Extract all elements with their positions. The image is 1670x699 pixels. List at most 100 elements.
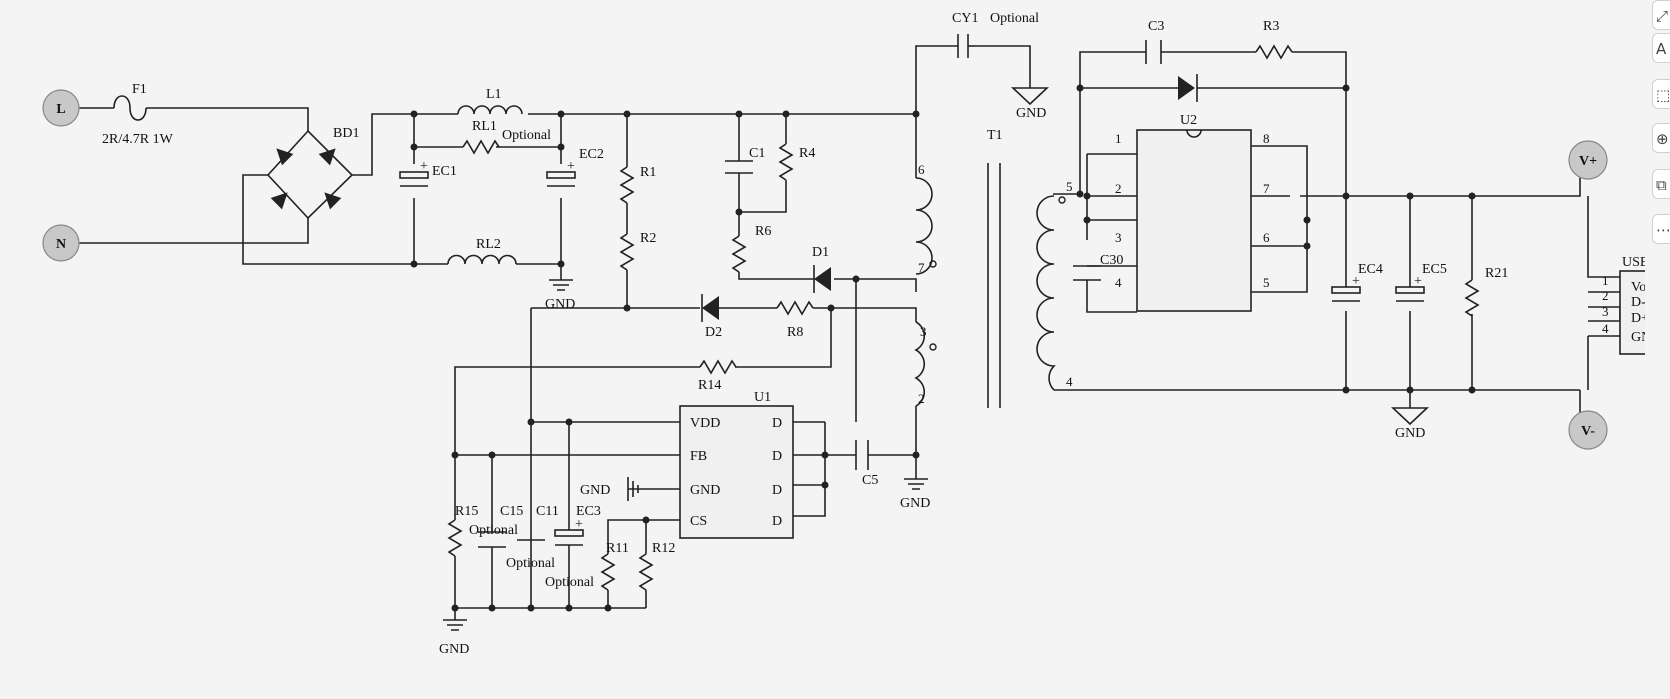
svg-text:+: + — [567, 159, 575, 174]
capacitor-cy1: CY1 Optional GND — [952, 11, 1048, 121]
capacitor-ec5: + EC5 — [1395, 262, 1447, 302]
r2-label: R2 — [640, 231, 656, 246]
c30-label: C30 — [1100, 253, 1123, 268]
diode-d1: D1 — [812, 245, 831, 293]
resize-icon[interactable]: ⤢ — [1652, 0, 1670, 30]
bridge-rectifier-bd1: BD1 — [270, 126, 359, 210]
gnd-symbol-u1: GND — [580, 477, 640, 501]
u2-label: U2 — [1180, 113, 1197, 128]
zoom-in-icon[interactable]: ⊕ — [1652, 123, 1670, 153]
t1-pin-4: 4 — [1066, 374, 1073, 389]
u2-pin-7: 7 — [1263, 181, 1270, 196]
usb-label: USB — [1622, 255, 1645, 270]
svg-text:+: + — [1414, 274, 1422, 289]
resistor-rl1: RL1 Optional — [462, 119, 551, 154]
capacitor-c15: C15 Optional — [469, 504, 523, 548]
r1-label: R1 — [640, 165, 656, 180]
wires — [77, 45, 1621, 620]
rl1-label: RL1 — [472, 119, 497, 134]
text-icon[interactable]: A — [1652, 33, 1670, 63]
c5-label: C5 — [862, 473, 878, 488]
ec2-label: EC2 — [579, 147, 604, 162]
capacitor-ec3: + EC3 Optional — [545, 504, 601, 590]
resistor-r6: R6 — [732, 224, 771, 273]
r4-label: R4 — [799, 146, 815, 161]
u1-pin-d3: D — [772, 483, 782, 498]
capacitor-c3: C3 — [1145, 19, 1164, 64]
u1-pin-gnd: GND — [690, 483, 720, 498]
terminal-l-label: L — [56, 102, 65, 117]
r15-label: R15 — [455, 504, 478, 519]
gnd-label-bottom: GND — [439, 642, 469, 657]
u2-pin-3: 3 — [1115, 230, 1122, 245]
cy1-label: CY1 — [952, 11, 978, 26]
ec3-note: Optional — [545, 575, 594, 590]
terminal-vminus-label: V- — [1581, 424, 1595, 439]
diode-secondary — [1178, 74, 1198, 102]
u1-pin-vdd: VDD — [690, 416, 720, 431]
usb-pin-2: 2 — [1602, 288, 1609, 303]
resistor-r4: R4 — [779, 143, 815, 181]
resistor-r12: R12 — [639, 541, 675, 591]
t1-label: T1 — [987, 128, 1003, 143]
u2-pin-5: 5 — [1263, 275, 1270, 290]
ec3-label: EC3 — [576, 504, 601, 519]
u2-pin-1: 1 — [1115, 131, 1122, 146]
usb-pin-dplus: D+ — [1631, 311, 1645, 326]
terminal-vminus: V- — [1568, 410, 1608, 450]
svg-text:+: + — [1352, 274, 1360, 289]
d2-label: D2 — [705, 325, 722, 340]
u1-pin-d1: D — [772, 416, 782, 431]
capacitor-c30: C30 — [1073, 253, 1123, 281]
screenshot-icon[interactable]: ⧉ — [1652, 169, 1670, 199]
r3-label: R3 — [1263, 19, 1279, 34]
transformer-t1: T1 6 7 3 2 5 4 — [914, 128, 1073, 408]
capacitor-ec2: + EC2 — [546, 147, 604, 187]
bd1-label: BD1 — [333, 126, 359, 141]
select-icon[interactable]: ⬚ — [1652, 79, 1670, 109]
resistor-r1: R1 — [620, 165, 656, 204]
gnd-symbol-bottom: GND — [439, 619, 469, 657]
d1-label: D1 — [812, 245, 829, 260]
fuse-f1-label: F1 — [132, 82, 147, 97]
terminal-vplus-label: V+ — [1579, 154, 1597, 169]
capacitor-c5: C5 — [855, 440, 878, 488]
diode-d2: D2 — [701, 294, 722, 340]
u1-pin-d2: D — [772, 449, 782, 464]
u2-pin-6: 6 — [1263, 230, 1270, 245]
r12-label: R12 — [652, 541, 675, 556]
ic-u2: U2 1 2 3 4 8 7 6 5 — [1115, 113, 1270, 312]
resistor-r2: R2 — [620, 231, 656, 271]
c3-label: C3 — [1148, 19, 1164, 34]
more-icon[interactable]: ⋯ — [1652, 214, 1670, 244]
fuse-f1: F1 2R/4.7R 1W — [102, 82, 174, 147]
c1-label: C1 — [749, 146, 765, 161]
resistor-r21: R21 — [1465, 266, 1508, 317]
r11-label: R11 — [606, 541, 629, 556]
resistor-r11: R11 — [601, 541, 629, 591]
usb-pin-dminus: D- — [1631, 295, 1645, 310]
gnd-label-1: GND — [545, 297, 575, 312]
rl1-note: Optional — [502, 128, 551, 143]
t1-pin-5: 5 — [1066, 179, 1073, 194]
ic-u1: U1 VDD FB GND CS D D D D — [679, 390, 794, 539]
u2-pin-8: 8 — [1263, 131, 1270, 146]
usb-pin-gnd: GND — [1631, 330, 1645, 345]
ec4-label: EC4 — [1358, 262, 1383, 277]
terminal-l: L — [42, 89, 80, 127]
resistor-r14: R14 — [698, 360, 737, 393]
capacitor-ec1: + EC1 — [399, 159, 457, 187]
svg-text:+: + — [420, 159, 428, 174]
side-toolbar: ⤢ A ⬚ ⊕ ⧉ ⋯ — [1650, 0, 1670, 260]
terminal-vplus: V+ — [1568, 140, 1608, 180]
u2-pin-2: 2 — [1115, 181, 1122, 196]
terminal-n: N — [42, 224, 80, 262]
inductor-l1: L1 — [457, 87, 523, 115]
capacitor-ec4: + EC4 — [1331, 262, 1383, 302]
c15-note: Optional — [469, 523, 518, 538]
resistor-r3: R3 — [1255, 19, 1293, 59]
usb-pin-1: 1 — [1602, 273, 1609, 288]
gnd-label-output: GND — [1395, 426, 1425, 441]
resistor-r15: R15 — [448, 504, 478, 557]
u1-pin-cs: CS — [690, 514, 707, 529]
